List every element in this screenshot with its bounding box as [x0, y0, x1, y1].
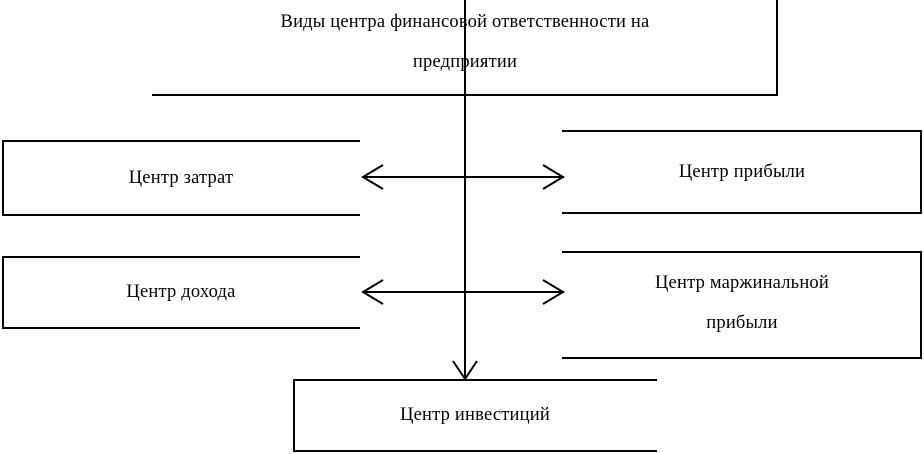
connector-row2-line	[364, 291, 564, 293]
profit-center-bottom-edge	[562, 212, 922, 214]
connector-row1-line	[364, 176, 564, 178]
node-investment-center[interactable]: Центр инвестиций	[293, 379, 657, 452]
node-profit-center[interactable]: Центр прибыли	[562, 130, 922, 214]
marginal-profit-center-top-edge	[562, 251, 922, 253]
marginal-profit-center-right-edge	[920, 251, 922, 359]
investment-center-label: Центр инвестиций	[400, 405, 550, 425]
revenue-center-label: Центр дохода	[126, 282, 236, 302]
marginal-profit-center-label: Центр маржинальной прибыли	[655, 273, 829, 333]
title-box-label: Виды центра финансовой ответственности н…	[280, 12, 650, 72]
connector-row1-arrowhead-right-icon	[542, 164, 565, 190]
cost-center-top-edge	[2, 140, 360, 142]
investment-center-bottom-edge	[293, 450, 657, 452]
revenue-center-left-edge	[2, 256, 4, 329]
investment-center-top-edge	[293, 379, 657, 381]
connector-trunk-line	[464, 0, 466, 380]
connector-row1-arrowhead-left-icon	[361, 164, 384, 190]
cost-center-left-edge	[2, 140, 4, 216]
node-marginal-profit-center[interactable]: Центр маржинальной прибыли	[562, 251, 922, 359]
connector-trunk-arrowhead-icon	[452, 360, 478, 381]
connector-row2-arrowhead-left-icon	[361, 279, 384, 305]
cost-center-bottom-edge	[2, 214, 360, 216]
profit-center-label: Центр прибыли	[678, 162, 806, 182]
revenue-center-bottom-edge	[2, 327, 360, 329]
cost-center-label: Центр затрат	[128, 168, 234, 188]
investment-center-left-edge	[293, 379, 295, 452]
node-revenue-center[interactable]: Центр дохода	[2, 256, 360, 329]
revenue-center-top-edge	[2, 256, 360, 258]
marginal-profit-center-bottom-edge	[562, 357, 922, 359]
node-cost-center[interactable]: Центр затрат	[2, 140, 360, 216]
title-box-right-edge	[776, 0, 778, 96]
profit-center-top-edge	[562, 130, 922, 132]
connector-row2-arrowhead-right-icon	[542, 279, 565, 305]
profit-center-right-edge	[920, 130, 922, 214]
